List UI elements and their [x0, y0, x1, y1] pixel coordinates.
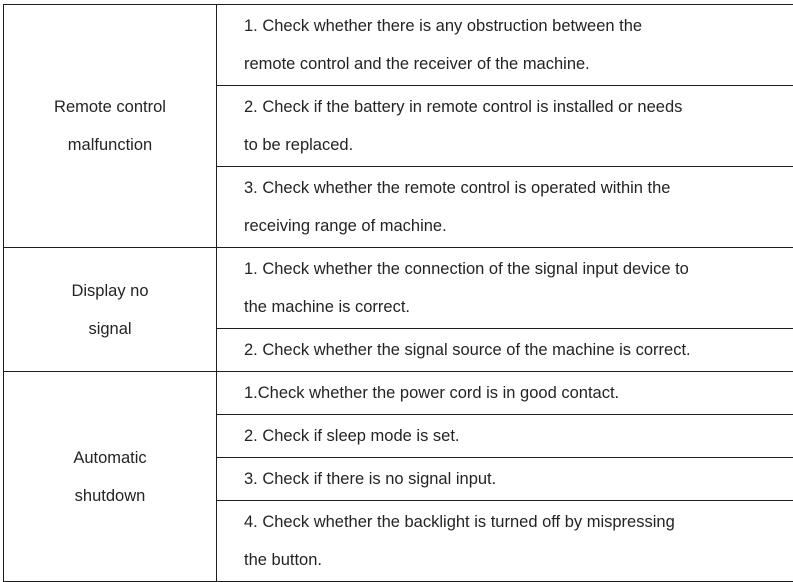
- remedy-cell: 2. Check if the battery in remote contro…: [217, 86, 793, 167]
- remedy-line: remote control and the receiver of the m…: [244, 45, 793, 83]
- remedy-cell: 3. Check if there is no signal input.: [217, 458, 793, 501]
- troubleshooting-table: Remote control malfunction 1. Check whet…: [3, 4, 793, 582]
- symptom-line: Remote control: [10, 88, 210, 126]
- symptom-cell-display-no-signal: Display no signal: [4, 248, 217, 372]
- remedy-cell: 1.Check whether the power cord is in goo…: [217, 372, 793, 415]
- symptom-cell-remote-control-malfunction: Remote control malfunction: [4, 5, 217, 248]
- remedy-line: 4. Check whether the backlight is turned…: [244, 503, 793, 541]
- symptom-line: Display no: [10, 272, 210, 310]
- remedy-line: 3. Check whether the remote control is o…: [244, 169, 793, 207]
- symptom-line: shutdown: [10, 477, 210, 515]
- remedy-line: 1. Check whether there is any obstructio…: [244, 7, 793, 45]
- remedy-cell: 3. Check whether the remote control is o…: [217, 167, 793, 248]
- symptom-line: Automatic: [10, 439, 210, 477]
- table-body: Remote control malfunction 1. Check whet…: [4, 5, 793, 582]
- table-row: Automatic shutdown 1.Check whether the p…: [4, 372, 793, 415]
- remedy-cell: 4. Check whether the backlight is turned…: [217, 501, 793, 582]
- table-row: Remote control malfunction 1. Check whet…: [4, 5, 793, 86]
- remedy-line: 2. Check if sleep mode is set.: [244, 417, 793, 455]
- symptom-cell-automatic-shutdown: Automatic shutdown: [4, 372, 217, 582]
- remedy-line: 2. Check if the battery in remote contro…: [244, 88, 793, 126]
- page-canvas: Remote control malfunction 1. Check whet…: [0, 0, 793, 520]
- remedy-cell: 2. Check whether the signal source of th…: [217, 329, 793, 372]
- remedy-line: to be replaced.: [244, 126, 793, 164]
- remedy-cell: 1. Check whether the connection of the s…: [217, 248, 793, 329]
- table-row: Display no signal 1. Check whether the c…: [4, 248, 793, 329]
- remedy-line: 2. Check whether the signal source of th…: [244, 331, 793, 369]
- remedy-line: 1. Check whether the connection of the s…: [244, 250, 793, 288]
- remedy-cell: 1. Check whether there is any obstructio…: [217, 5, 793, 86]
- remedy-line: receiving range of machine.: [244, 207, 793, 245]
- remedy-line: 3. Check if there is no signal input.: [244, 460, 793, 498]
- remedy-cell: 2. Check if sleep mode is set.: [217, 415, 793, 458]
- symptom-line: signal: [10, 310, 210, 348]
- symptom-line: malfunction: [10, 126, 210, 164]
- remedy-line: the machine is correct.: [244, 288, 793, 326]
- remedy-line: 1.Check whether the power cord is in goo…: [244, 374, 793, 412]
- remedy-line: the button.: [244, 541, 793, 579]
